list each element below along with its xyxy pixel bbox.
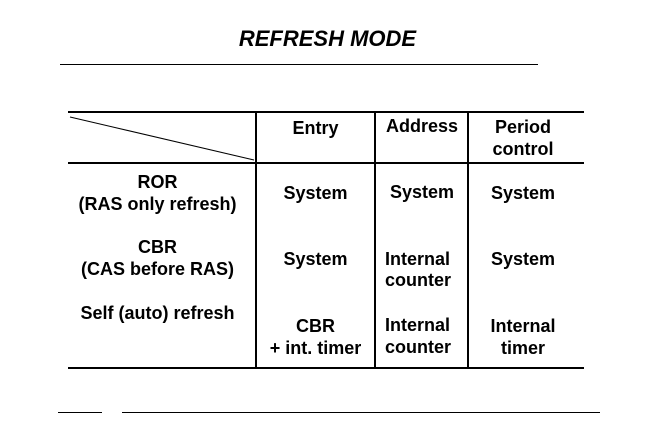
table-top-rule <box>68 111 584 113</box>
column-divider-1 <box>255 111 257 369</box>
row1-entry: System <box>283 183 348 203</box>
row-label-cbr-sub: (CAS before RAS) <box>80 259 234 279</box>
header-period-line2: control <box>492 139 554 159</box>
row3-period-line1: Internal <box>490 316 556 336</box>
row2-address-line2: counter <box>385 270 452 290</box>
footer-rule-short <box>58 412 102 413</box>
table-bottom-rule <box>68 367 584 369</box>
row3-address-line1: Internal <box>385 315 451 335</box>
column-divider-3 <box>467 111 469 369</box>
row1-period: System <box>490 183 556 203</box>
header-period-line1: Period <box>494 117 551 137</box>
row2-entry: System <box>283 249 348 269</box>
header-address: Address <box>385 116 459 136</box>
footer-rule-long <box>122 412 600 413</box>
header-bottom-rule <box>68 162 584 164</box>
row2-address-line1: Internal <box>385 249 451 269</box>
row3-entry-line2: + int. timer <box>269 338 362 358</box>
row3-entry-line1: CBR <box>296 316 335 336</box>
title-rule <box>60 64 538 65</box>
header-entry: Entry <box>292 118 339 138</box>
row3-period-line2: timer <box>500 338 545 358</box>
row-label-self-refresh: Self (auto) refresh <box>80 303 235 323</box>
row-label-ror: ROR <box>137 172 178 192</box>
row3-address-line2: counter <box>385 337 452 357</box>
row-label-cbr: CBR <box>138 237 177 257</box>
row2-period: System <box>490 249 556 269</box>
row-label-ror-sub: (RAS only refresh) <box>78 194 237 214</box>
page-title: REFRESH MODE <box>238 26 417 51</box>
row1-address: System <box>389 182 455 202</box>
column-divider-2 <box>374 111 376 369</box>
